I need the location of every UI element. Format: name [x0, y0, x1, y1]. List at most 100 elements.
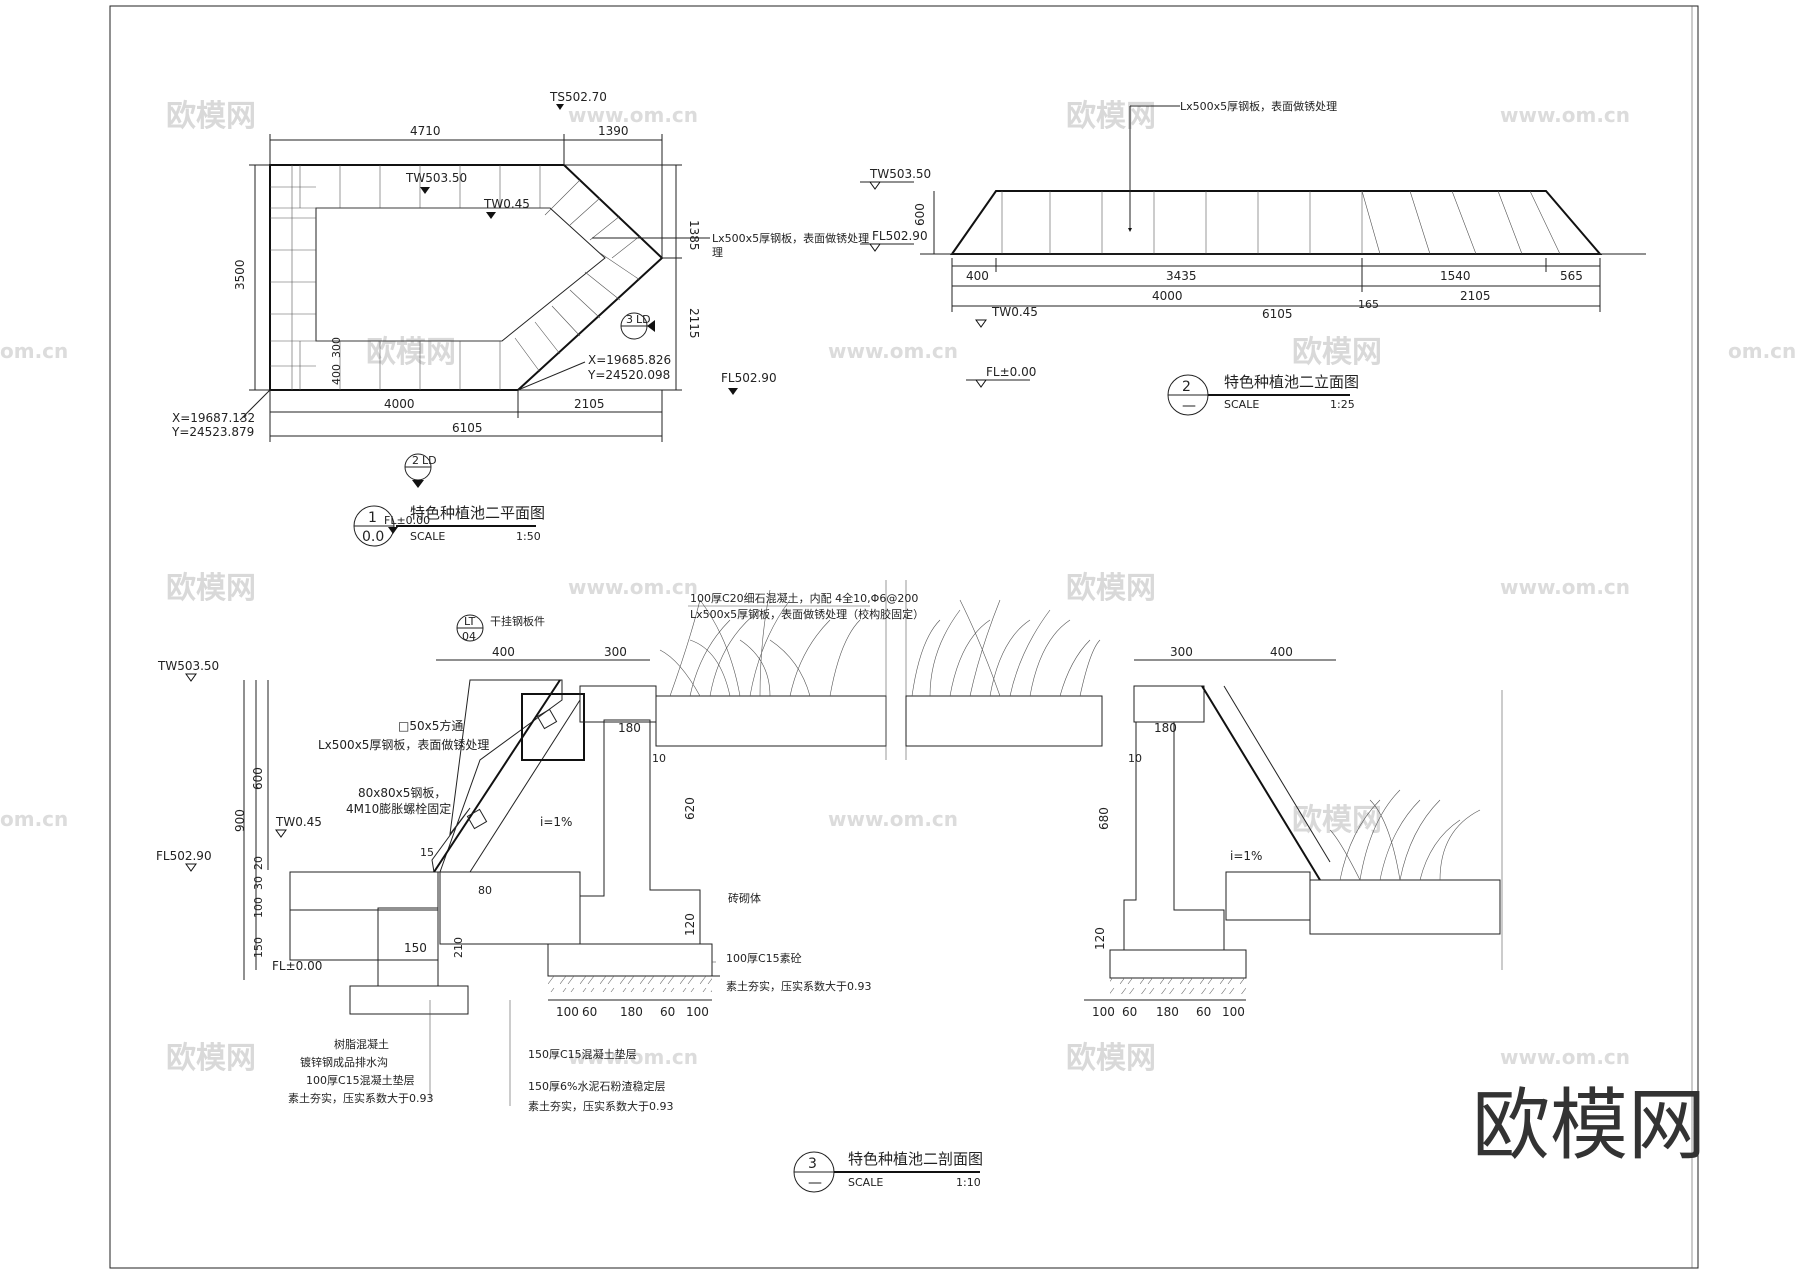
level-marker-icon — [556, 104, 564, 110]
level-marker-icon — [728, 388, 738, 395]
svg-text:—: — — [1182, 398, 1196, 414]
sheet-border — [109, 5, 1699, 1269]
section-dim-10: 10 — [652, 752, 666, 765]
plan-coord-1-x: X=19687.132 — [172, 411, 255, 425]
section-detail-note: 干挂钢板件 — [490, 614, 545, 628]
section-dim-15: 15 — [420, 846, 434, 859]
elevation-steel-note: Lx500x5厚钢板，表面做锈处理 — [1180, 99, 1337, 113]
section-level-tw: TW503.50 — [157, 659, 219, 673]
plan-level-tw: TW503.50 — [405, 171, 467, 185]
section-slope-right: i=1% — [1230, 849, 1262, 863]
elevation-dim-1540: 1540 — [1440, 269, 1471, 283]
section-note-angle-1: 80x80x5钢板， — [358, 786, 446, 800]
watermark-url: www.om.cn — [568, 103, 698, 127]
section-drain-note-1: 树脂混凝土 — [334, 1037, 389, 1051]
section-note-top-1: 100厚C20细石混凝土，内配 4全10,Φ6@200 — [690, 591, 918, 605]
svg-text:LT: LT — [464, 615, 476, 628]
plan-dim-total: 6105 — [452, 421, 483, 435]
svg-text:LD: LD — [636, 313, 651, 326]
watermark-url: www.om.cn — [1500, 575, 1630, 599]
plan-dim-small-2: 300 — [330, 337, 343, 358]
section-drain-note-3: 100厚C15混凝土垫层 — [306, 1073, 415, 1087]
section-dim-210: 210 — [452, 937, 465, 958]
svg-text:LD: LD — [422, 454, 437, 467]
svg-text:04: 04 — [462, 630, 476, 643]
section-dim-150: 150 — [252, 937, 265, 958]
planting-soil-right — [905, 695, 1103, 747]
section-dim-30: 30 — [252, 876, 265, 890]
plan-section-ref-a[interactable]: 3 LD — [620, 312, 655, 340]
watermark-url: www.om.cn — [828, 807, 958, 831]
grass-right — [911, 599, 1101, 697]
detail-frame — [521, 693, 585, 761]
level-marker-icon — [420, 187, 430, 194]
steel-plate-slope — [433, 679, 561, 873]
section-dim-900: 900 — [233, 809, 247, 832]
plan-dim-right-2: 2115 — [687, 308, 701, 339]
elevation-dim-565: 565 — [1560, 269, 1583, 283]
section-level-fl0: FL±0.00 — [272, 959, 322, 973]
plan-dim-top-2: 1390 — [598, 124, 629, 138]
brick-wall — [579, 719, 701, 945]
section-dim-600: 600 — [251, 767, 265, 790]
grass-left — [659, 589, 861, 697]
plan-title-fl: FL±0.00 — [384, 514, 430, 527]
section-dim-b5r: 100 — [1222, 1005, 1245, 1019]
elevation-scale: 1:25 — [1330, 398, 1355, 411]
section-level-tw2: TW0.45 — [275, 815, 322, 829]
plan-paving-grid — [270, 165, 641, 390]
section-label-brick: 砖砌体 — [728, 891, 761, 905]
section-view: 400 300 300 400 100 60 180 60 100 100 60… — [156, 580, 1503, 1193]
section-dim-400: 400 — [492, 645, 515, 659]
svg-text:2: 2 — [412, 454, 419, 467]
section-scale-label: SCALE — [848, 1176, 883, 1189]
section-dim-20: 20 — [252, 856, 265, 870]
watermark-url: www.om.cn — [1500, 1045, 1630, 1069]
section-dim-300-right: 300 — [1170, 645, 1193, 659]
section-dim-b2: 60 — [582, 1005, 597, 1019]
section-dim-680: 680 — [1097, 807, 1111, 830]
section-drain-note-2: 镀锌钢成品排水沟 — [300, 1055, 388, 1069]
watermark-logo: 欧模网 — [1292, 335, 1382, 370]
watermark-logo: 欧模网 — [1066, 571, 1156, 606]
plan-coord-1-y: Y=24523.879 — [171, 425, 254, 439]
watermark-logo: 欧模网 — [166, 1041, 256, 1076]
watermarks: 欧模网 www.om.cn 欧模网 www.om.cn om.cn 欧模网 ww… — [0, 99, 1796, 1171]
section-drain-note-4: 素土夯实，压实系数大于0.93 — [288, 1091, 434, 1105]
watermark-logo: 欧模网 — [1292, 803, 1382, 838]
plan-dimensions — [249, 134, 682, 442]
plan-section-ref-b[interactable]: 2 LD — [404, 453, 437, 488]
plan-coord-2-x: X=19685.826 — [588, 353, 671, 367]
section-dim-b1r: 100 — [1092, 1005, 1115, 1019]
plan-dim-left: 3500 — [233, 259, 247, 290]
plan-scale: 1:50 — [516, 530, 541, 543]
watermark-url: www.om.cn — [568, 575, 698, 599]
svg-text:3: 3 — [626, 313, 633, 326]
watermark-logo: 欧模网 — [166, 571, 256, 606]
section-base-note-1: 150厚C15混凝土垫层 — [528, 1047, 637, 1061]
elevation-title-block: 2 — 特色种植池二立面图 SCALE 1:25 — [1167, 373, 1359, 416]
section-dim-150-drain: 150 — [404, 941, 427, 955]
section-dim-80: 80 — [478, 884, 492, 897]
elevation-outline — [950, 190, 1603, 255]
section-dim-b3: 180 — [620, 1005, 643, 1019]
section-dim-120-right: 120 — [1093, 927, 1107, 950]
section-base-note-3: 素土夯实，压实系数大于0.93 — [528, 1099, 674, 1113]
section-detail-ref[interactable]: LT 04 干挂钢板件 — [456, 614, 545, 643]
plan-title: 特色种植池二平面图 — [410, 504, 545, 522]
section-dim-180-right: 180 — [1154, 721, 1177, 735]
watermark-url: www.om.cn — [828, 339, 958, 363]
section-note-angle-2: 4M10膨胀螺栓固定 — [346, 801, 451, 816]
brand-logo: 欧模网 — [1472, 1081, 1706, 1171]
section-level-fl: FL502.90 — [156, 849, 212, 863]
section-title: 特色种植池二剖面图 — [848, 1150, 983, 1168]
section-dim-180: 180 — [618, 721, 641, 735]
section-dim-100: 100 — [252, 897, 265, 918]
level-marker-icon — [486, 212, 496, 219]
elevation-dim-4000: 4000 — [1152, 289, 1183, 303]
elevation-dim-2105: 2105 — [1460, 289, 1491, 303]
plan-scale-label: SCALE — [410, 530, 445, 543]
section-dim-620: 620 — [683, 797, 697, 820]
elevation-view: Lx500x5厚钢板，表面做锈处理 TW503.50 FL502.90 600 … — [860, 99, 1646, 416]
